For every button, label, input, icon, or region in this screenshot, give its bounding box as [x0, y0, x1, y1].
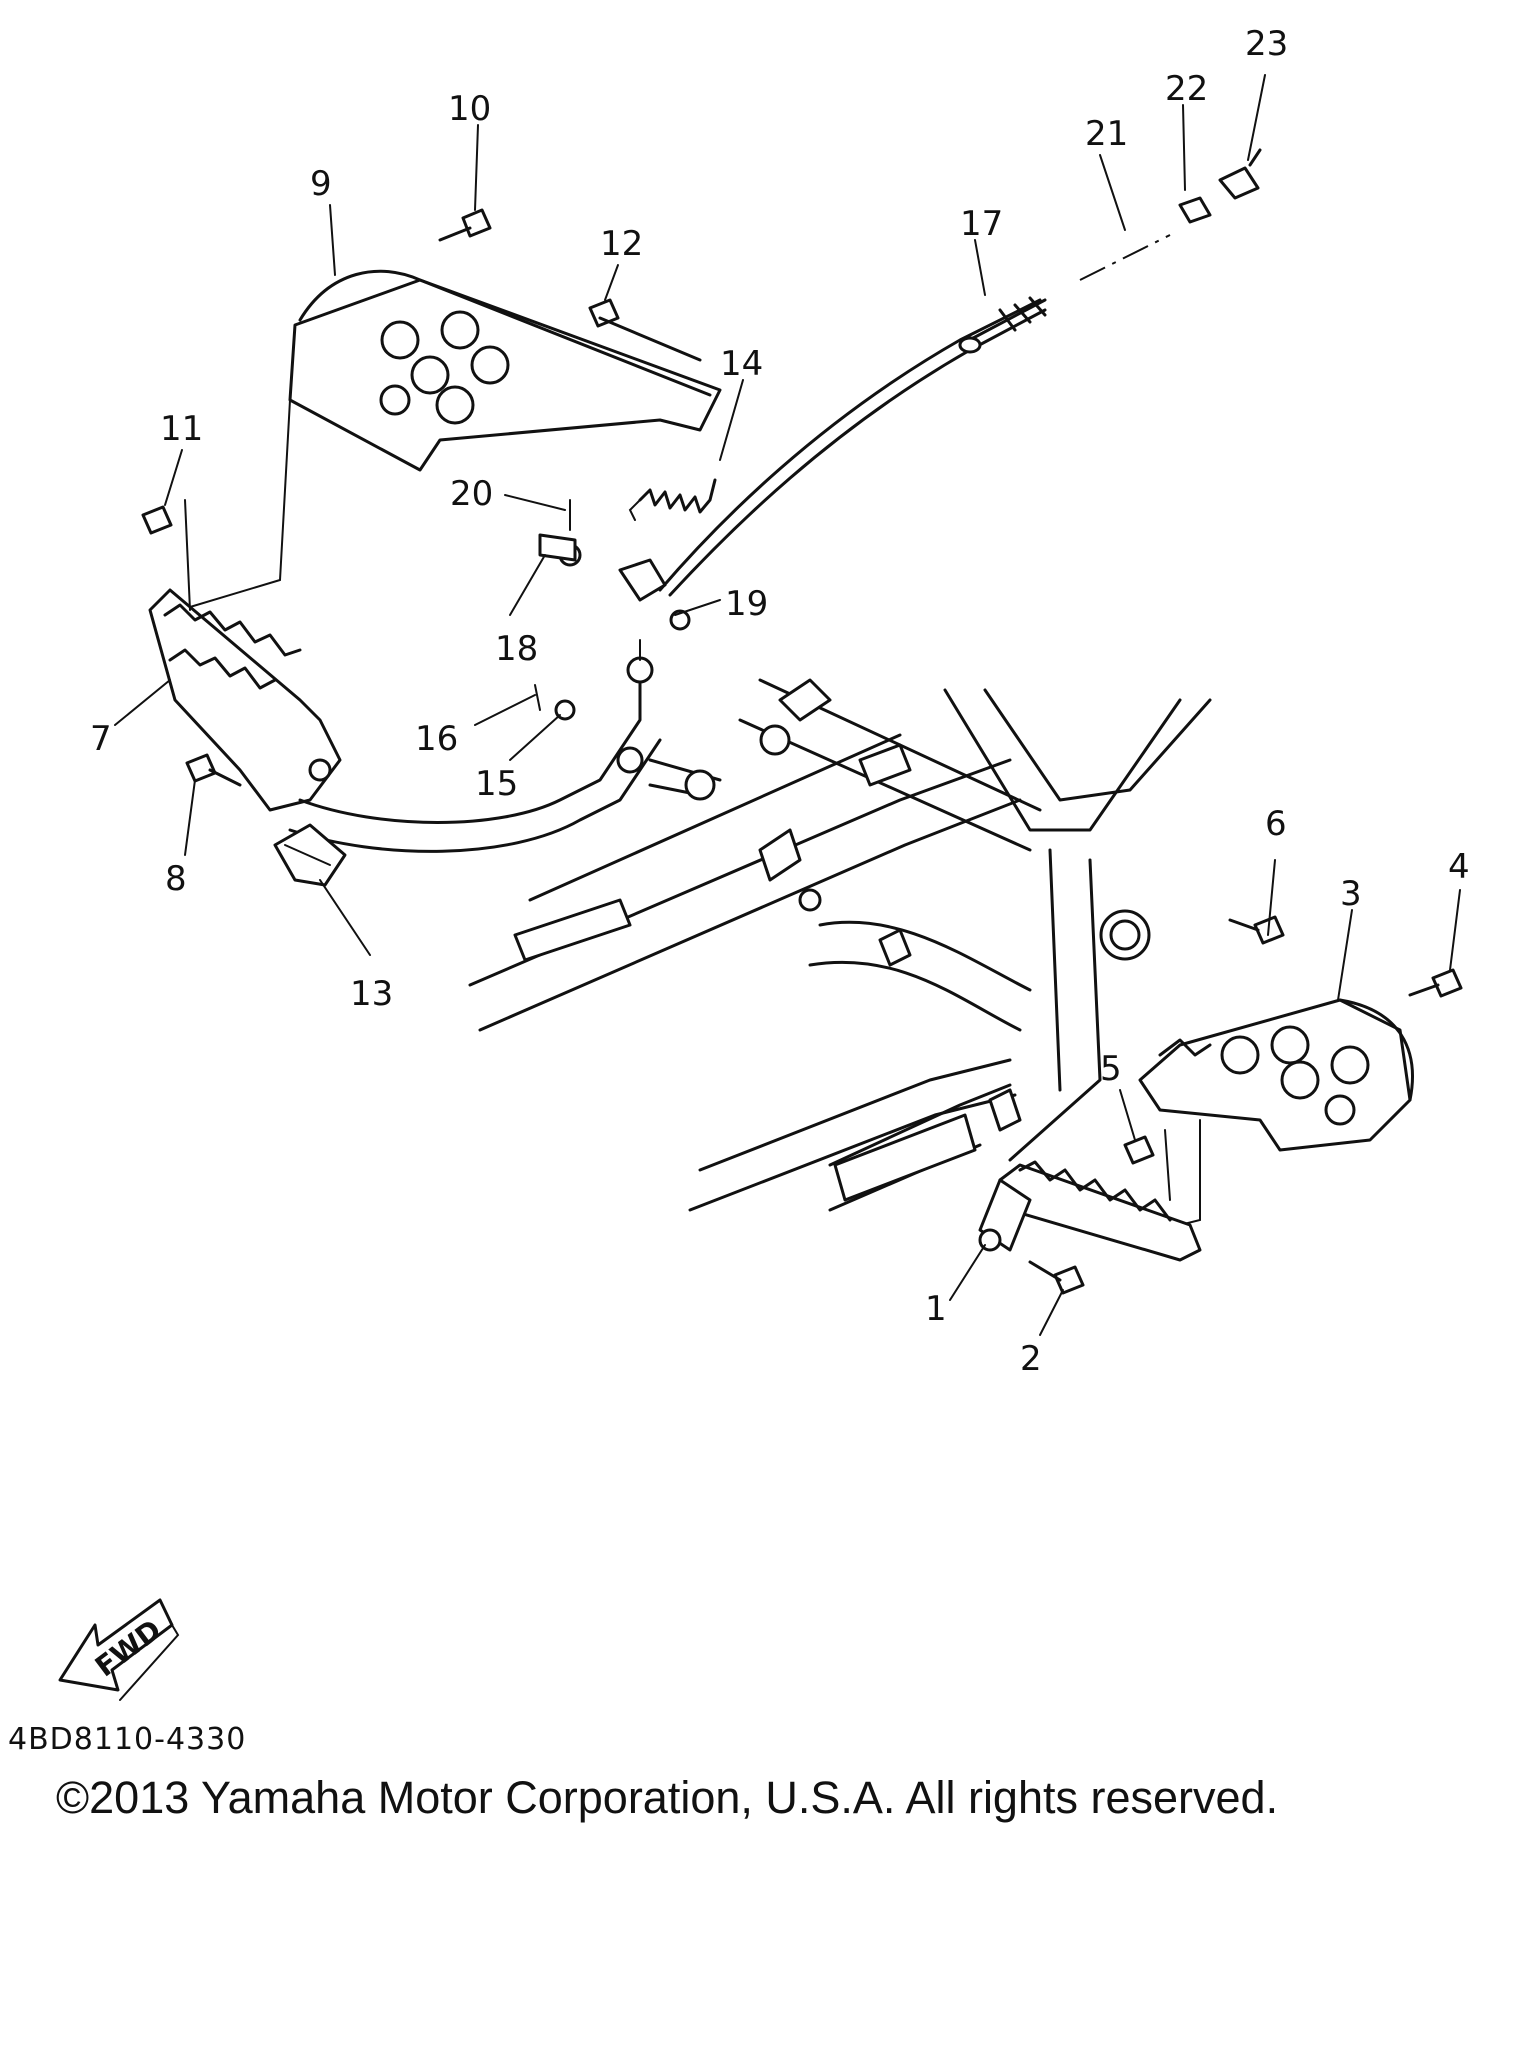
callout-17: 17: [960, 204, 1003, 244]
left-footpeg: [148, 499, 342, 812]
right-footboard-bracket: [1138, 998, 1414, 1231]
right-footpeg: [978, 1129, 1202, 1262]
callout-11: 11: [160, 409, 203, 449]
callout-15: 15: [475, 764, 518, 804]
adjuster-parts: [1178, 148, 1262, 224]
callout-22: 22: [1165, 69, 1208, 109]
callout-8: 8: [165, 859, 187, 899]
callout-5: 5: [1100, 1049, 1122, 1089]
left-footboard-bracket: [179, 269, 722, 611]
callout-20: 20: [450, 474, 493, 514]
callout-10: 10: [448, 89, 491, 129]
forward-direction-arrow: FWD: [58, 1598, 180, 1701]
callout-13: 13: [350, 974, 393, 1014]
return-spring: [628, 478, 717, 521]
callout-1: 1: [925, 1289, 947, 1329]
brake-pedal-pad: [273, 823, 347, 887]
callout-4: 4: [1448, 847, 1470, 887]
callout-3: 3: [1340, 874, 1362, 914]
frame-assembly: [468, 678, 1212, 1212]
callout-12: 12: [600, 224, 643, 264]
callout-14: 14: [720, 344, 763, 384]
copyright-notice: ©2013 Yamaha Motor Corporation, U.S.A. A…: [56, 1772, 1279, 1823]
leader-lines: [114, 74, 1461, 1336]
brake-rod: [658, 234, 1171, 597]
fasteners: [141, 208, 1463, 1295]
callout-19: 19: [725, 584, 768, 624]
callout-7: 7: [90, 719, 112, 759]
callout-2: 2: [1020, 1339, 1042, 1379]
clevis-and-pins: [534, 499, 691, 721]
callout-21: 21: [1085, 114, 1128, 154]
brake-pedal-arm: [288, 639, 662, 853]
callout-23: 23: [1245, 24, 1288, 64]
callout-9: 9: [310, 164, 332, 204]
diagram-reference-code: 4BD8110-4330: [8, 1722, 247, 1757]
callout-16: 16: [415, 719, 458, 759]
callout-labels: 1 2 3 4 5 6 7 8 9 10 11 12 13 14 15 16 1…: [90, 24, 1470, 1379]
callout-6: 6: [1265, 804, 1287, 844]
callout-18: 18: [495, 629, 538, 669]
